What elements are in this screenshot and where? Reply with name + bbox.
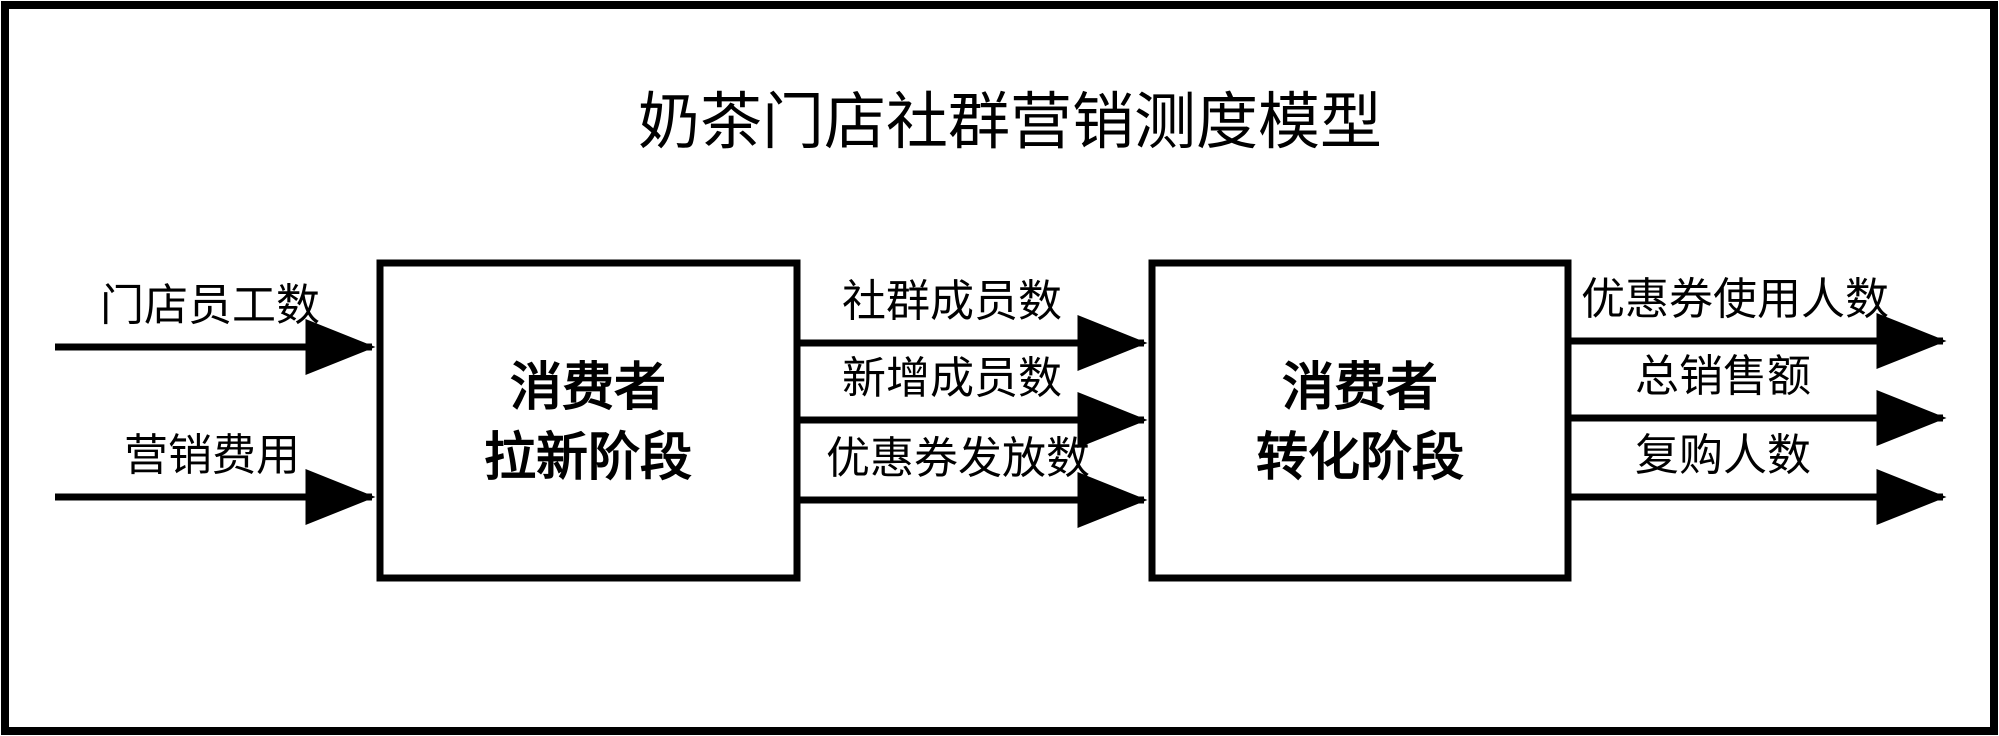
output-label-repeat-buyers: 复购人数 (1635, 431, 1811, 480)
middle-label-coupons-issued: 优惠券发放数 (826, 434, 1090, 483)
output-label-coupon-users: 优惠券使用人数 (1581, 275, 1889, 324)
output-label-total-sales: 总销售额 (1635, 352, 1811, 401)
conversion-stage-box (1148, 259, 1572, 582)
diagram-title: 奶茶门店社群营销测度模型 (638, 88, 1382, 157)
acquisition-stage-label-line1: 消费者 (510, 359, 666, 417)
conversion-stage-label-line1: 消费者 (1282, 359, 1438, 417)
acquisition-stage-box (376, 259, 801, 582)
conversion-stage-label-line2: 转化阶段 (1256, 429, 1464, 487)
middle-label-community-members: 社群成员数 (842, 277, 1062, 326)
input-label-store-staff: 门店员工数 (100, 281, 320, 330)
input-label-marketing-cost: 营销费用 (124, 431, 300, 480)
middle-label-new-members: 新增成员数 (842, 354, 1062, 403)
acquisition-stage-label-line2: 拉新阶段 (484, 429, 692, 487)
